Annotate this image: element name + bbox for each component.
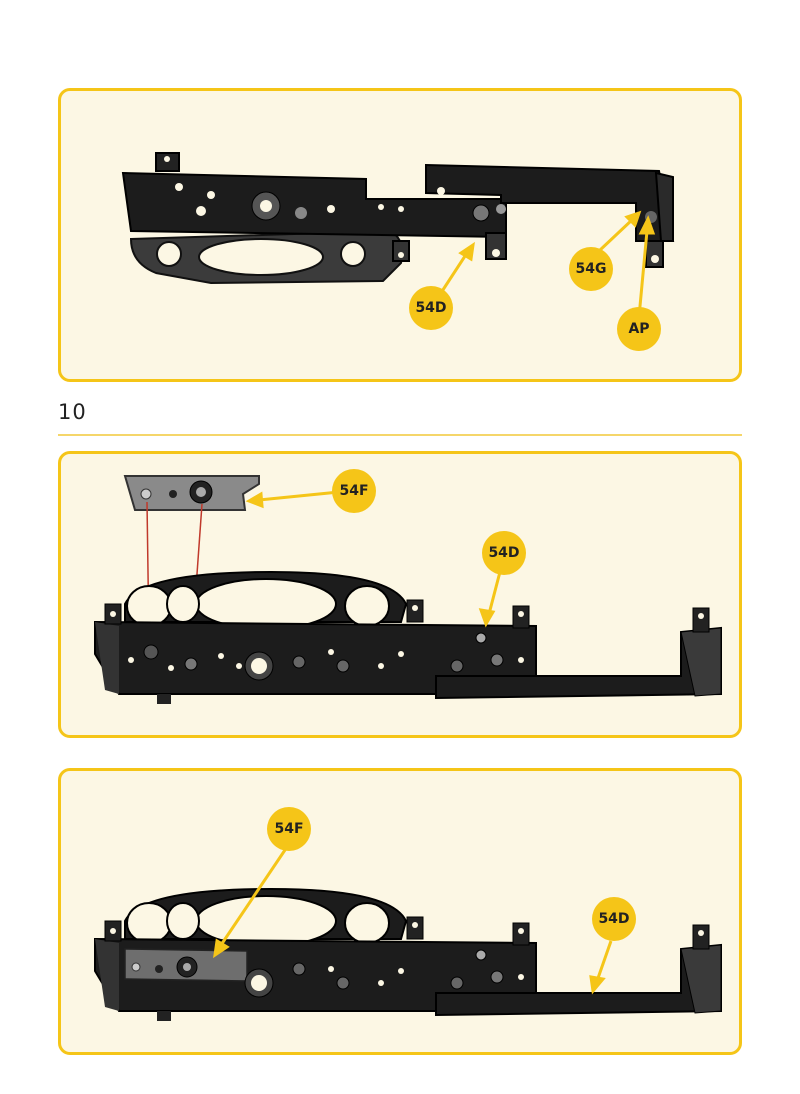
callout-54d: 54D	[592, 897, 636, 941]
dashboard-frame-part	[121, 152, 675, 285]
callout-54f: 54F	[332, 469, 376, 513]
svg-text:54G: 54G	[576, 261, 607, 277]
svg-text:54F: 54F	[274, 821, 303, 837]
callout-54d: 54D	[409, 286, 453, 330]
svg-text:AP: AP	[628, 321, 649, 337]
callout-arrows	[213, 846, 613, 995]
assembly-panel-2: 54F 54D	[58, 451, 742, 738]
svg-text:54D: 54D	[415, 300, 446, 316]
callout-ap: AP	[617, 307, 661, 351]
callout-54g: 54G	[569, 247, 613, 291]
panel-1-illustration: 54D 54G AP	[121, 152, 675, 351]
step-number: 10	[58, 400, 87, 424]
callout-arrows	[245, 490, 503, 628]
step-divider	[58, 434, 742, 436]
svg-text:54D: 54D	[488, 545, 519, 561]
dashboard-frame-assembled	[94, 887, 722, 1021]
svg-text:54D: 54D	[598, 911, 629, 927]
callout-54d: 54D	[482, 531, 526, 575]
assembly-panel-3: 54F 54D	[58, 768, 742, 1055]
panel-3-illustration: 54F 54D	[94, 807, 722, 1021]
svg-text:54F: 54F	[339, 483, 368, 499]
assembly-panel-1: 54D 54G AP	[58, 88, 742, 382]
panel-2-illustration: 54F 54D	[94, 469, 722, 704]
dashboard-frame-part	[94, 570, 722, 704]
callout-54f: 54F	[267, 807, 311, 851]
bracket-part-54f	[123, 475, 260, 511]
